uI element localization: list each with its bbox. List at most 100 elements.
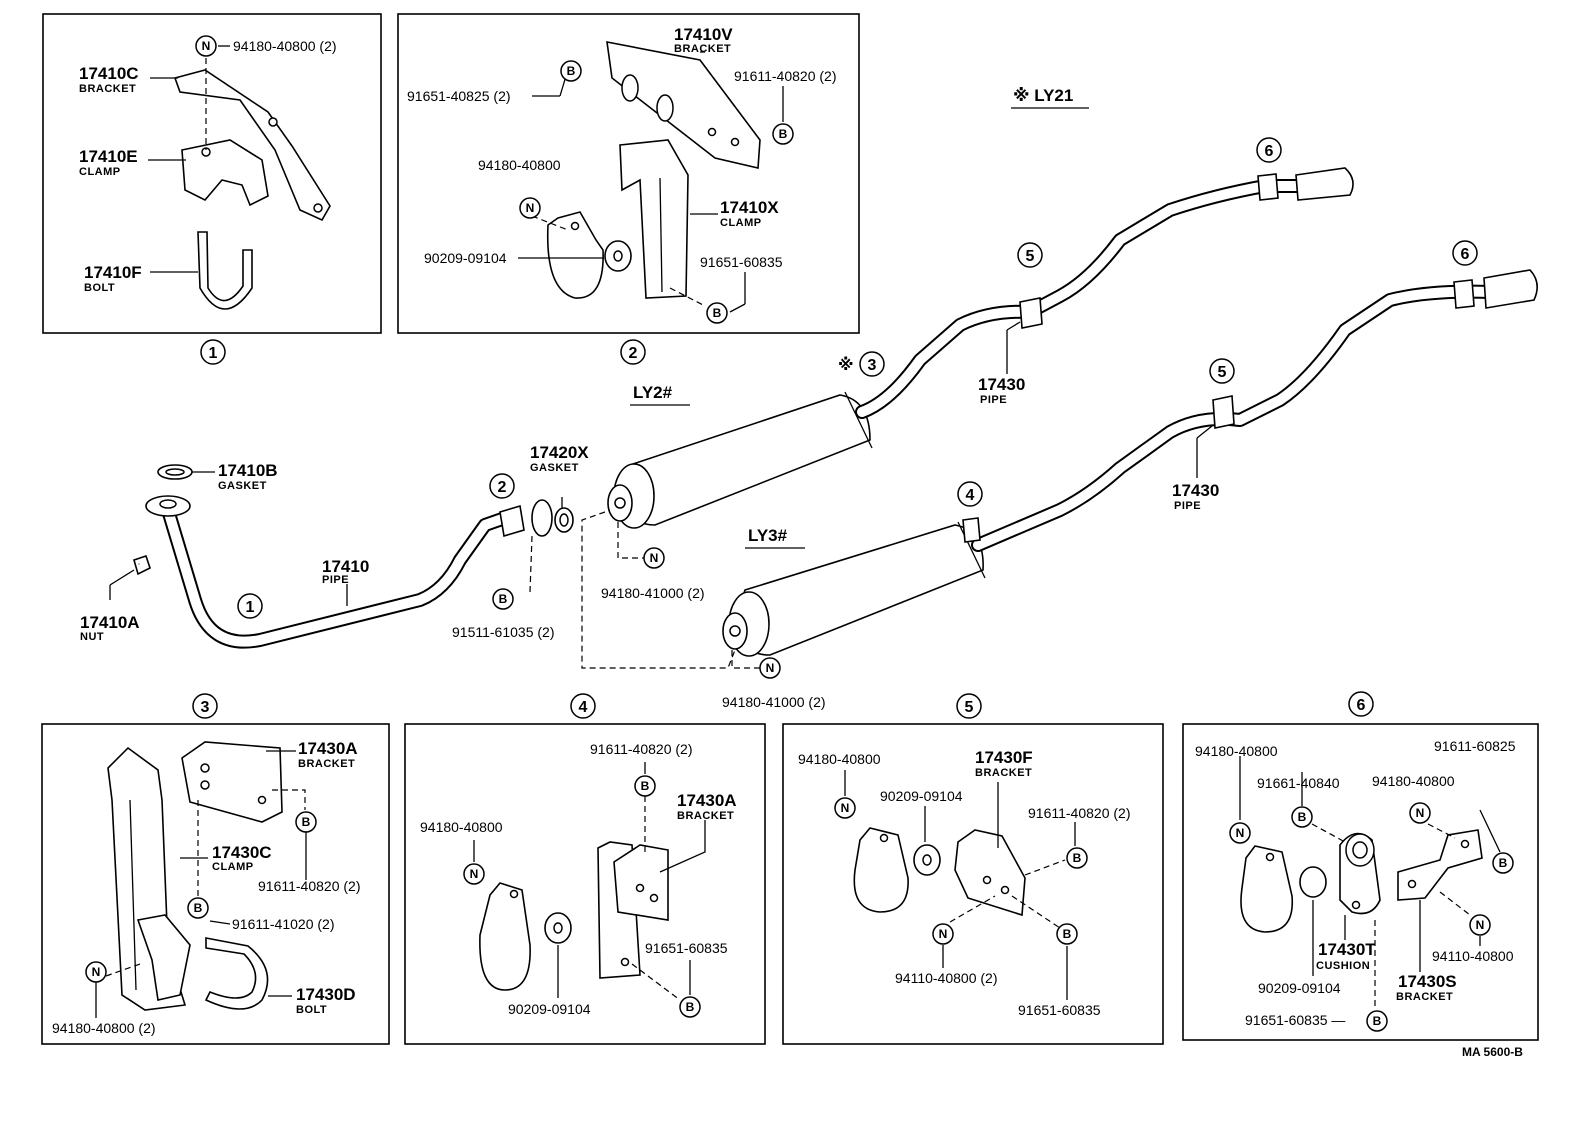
label-bracket: BRACKET bbox=[298, 758, 355, 770]
bolt-marker-b bbox=[634, 775, 656, 797]
index-marker-2 bbox=[489, 473, 515, 499]
bolt-marker-b bbox=[1366, 1010, 1388, 1032]
assembly-line bbox=[529, 535, 533, 593]
bracket-hole bbox=[730, 137, 740, 147]
bracket-hole bbox=[707, 127, 717, 137]
label-clamp: CLAMP bbox=[720, 217, 762, 229]
index-marker-6-label: 6 bbox=[1461, 246, 1470, 263]
index-marker-1 bbox=[237, 593, 263, 619]
leader-line bbox=[729, 303, 746, 313]
bolt-marker-b bbox=[772, 123, 794, 145]
bracket-hole bbox=[656, 94, 674, 122]
index-marker-1 bbox=[200, 339, 226, 365]
muffler-flange-hole bbox=[729, 625, 741, 637]
label-94180-41000-2: 94180-41000 (2) bbox=[722, 694, 826, 710]
nut-marker-label: N bbox=[1236, 826, 1245, 840]
washer-shape bbox=[1299, 866, 1327, 898]
label-17430a: 17430A bbox=[677, 791, 737, 810]
bolt-marker-label: B bbox=[499, 592, 508, 606]
assembly-line bbox=[631, 963, 681, 1001]
nut-marker-label: N bbox=[766, 661, 775, 675]
label-17410: 17410 bbox=[322, 557, 369, 576]
label-gasket: GASKET bbox=[218, 480, 267, 492]
hanger-clamp-4 bbox=[962, 517, 981, 543]
label-bolt: BOLT bbox=[84, 282, 115, 294]
label-17420x: 17420X bbox=[530, 443, 589, 462]
clamp-17410x-shape bbox=[619, 139, 689, 299]
bracket-17430s-shape bbox=[1397, 829, 1483, 901]
nut-marker-n bbox=[1229, 822, 1251, 844]
hanger-clamp-5-lower bbox=[1212, 395, 1235, 429]
bracket-17430f-shape bbox=[954, 829, 1026, 917]
detail-box-2-frame bbox=[397, 13, 860, 334]
front-pipe-inner bbox=[163, 505, 510, 647]
index-marker-5-label: 5 bbox=[1218, 364, 1227, 381]
index-marker-2-label: 2 bbox=[498, 479, 507, 496]
detail-box-5-frame bbox=[782, 723, 1164, 1045]
bolt-marker-label: B bbox=[1073, 851, 1082, 865]
bolt-marker-b bbox=[1056, 923, 1078, 945]
variant-ly2x: LY2# bbox=[633, 383, 673, 402]
muffler-band bbox=[957, 521, 986, 579]
label-bracket: BRACKET bbox=[674, 43, 731, 55]
assembly-line bbox=[1024, 859, 1066, 876]
detail-box-3-frame bbox=[41, 723, 390, 1045]
tail-pipe-upper-tip bbox=[1295, 167, 1354, 201]
label-17410c: 17410C bbox=[79, 64, 139, 83]
bracket-hole bbox=[620, 957, 630, 967]
star-mark: ※ bbox=[838, 356, 854, 374]
label-91651-60835: 91651-60835 — bbox=[1245, 1012, 1345, 1028]
nut-marker-label: N bbox=[470, 867, 479, 881]
index-marker-6 bbox=[1348, 691, 1374, 717]
clamp-saddle bbox=[136, 914, 191, 1001]
assembly-line bbox=[949, 895, 996, 923]
hanger-clamp-6-upper bbox=[1257, 173, 1279, 201]
bolt-marker-b bbox=[679, 996, 701, 1018]
clamp-hole bbox=[570, 221, 580, 231]
label-94180-40800: 94180-40800 bbox=[478, 157, 561, 173]
bracket-hole bbox=[1460, 839, 1470, 849]
u-bolt-17430d-shape bbox=[204, 937, 269, 1010]
tail-pipe-upper-inner bbox=[857, 181, 1305, 417]
bolt-marker-label: B bbox=[1298, 810, 1307, 824]
assembly-line bbox=[731, 650, 760, 669]
nut-marker-label: N bbox=[1476, 918, 1485, 932]
index-marker-3 bbox=[859, 351, 885, 377]
label-17410f: 17410F bbox=[84, 263, 142, 282]
leader-line bbox=[109, 569, 135, 586]
label-94180-41000-2: 94180-41000 (2) bbox=[601, 585, 705, 601]
label-91611-41020-2: 91611-41020 (2) bbox=[232, 916, 334, 932]
index-marker-5 bbox=[956, 693, 982, 719]
label-17430f: 17430F bbox=[975, 748, 1033, 767]
label-94110-40800: 94110-40800 bbox=[1432, 948, 1514, 964]
index-marker-6-label: 6 bbox=[1265, 143, 1274, 160]
bolt-marker-b bbox=[295, 811, 317, 833]
label-cushion: CUSHION bbox=[1316, 960, 1370, 972]
label-17430a: 17430A bbox=[298, 739, 358, 758]
nut-marker-n bbox=[759, 657, 781, 679]
nut-marker-n bbox=[463, 863, 485, 885]
leader-line bbox=[1479, 809, 1501, 853]
clamp-edge bbox=[659, 177, 663, 293]
leader-line bbox=[1006, 321, 1021, 331]
main-exhaust-assembly: ※ LY21 LY2# LY3# bbox=[80, 86, 1538, 710]
assembly-line bbox=[1311, 823, 1346, 843]
detail-box-1: N 94180-40800 (2) 17410C BRACKET 17410E … bbox=[42, 13, 382, 365]
washer-hole bbox=[553, 922, 563, 934]
small-clamp-shape bbox=[853, 827, 909, 913]
label-pipe: PIPE bbox=[1174, 500, 1201, 512]
bolt-marker-label: B bbox=[1063, 927, 1072, 941]
assembly-line bbox=[1439, 891, 1471, 916]
bolt-marker-label: B bbox=[1373, 1014, 1382, 1028]
detail-box-3: 3 B B N 17430A BRACKET 17430C CLAMP 9161… bbox=[41, 693, 390, 1045]
muffler-band bbox=[844, 391, 873, 449]
clamp-hole bbox=[1265, 852, 1275, 862]
label-17410b: 17410B bbox=[218, 461, 278, 480]
label-17430: 17430 bbox=[1172, 481, 1219, 500]
label-94180-40800: 94180-40800 bbox=[1195, 743, 1278, 759]
assembly-line bbox=[105, 963, 141, 977]
bolt-marker-b bbox=[187, 897, 209, 919]
leader-line bbox=[209, 920, 231, 925]
gasket-hole bbox=[165, 468, 185, 476]
bracket-hole bbox=[649, 893, 659, 903]
